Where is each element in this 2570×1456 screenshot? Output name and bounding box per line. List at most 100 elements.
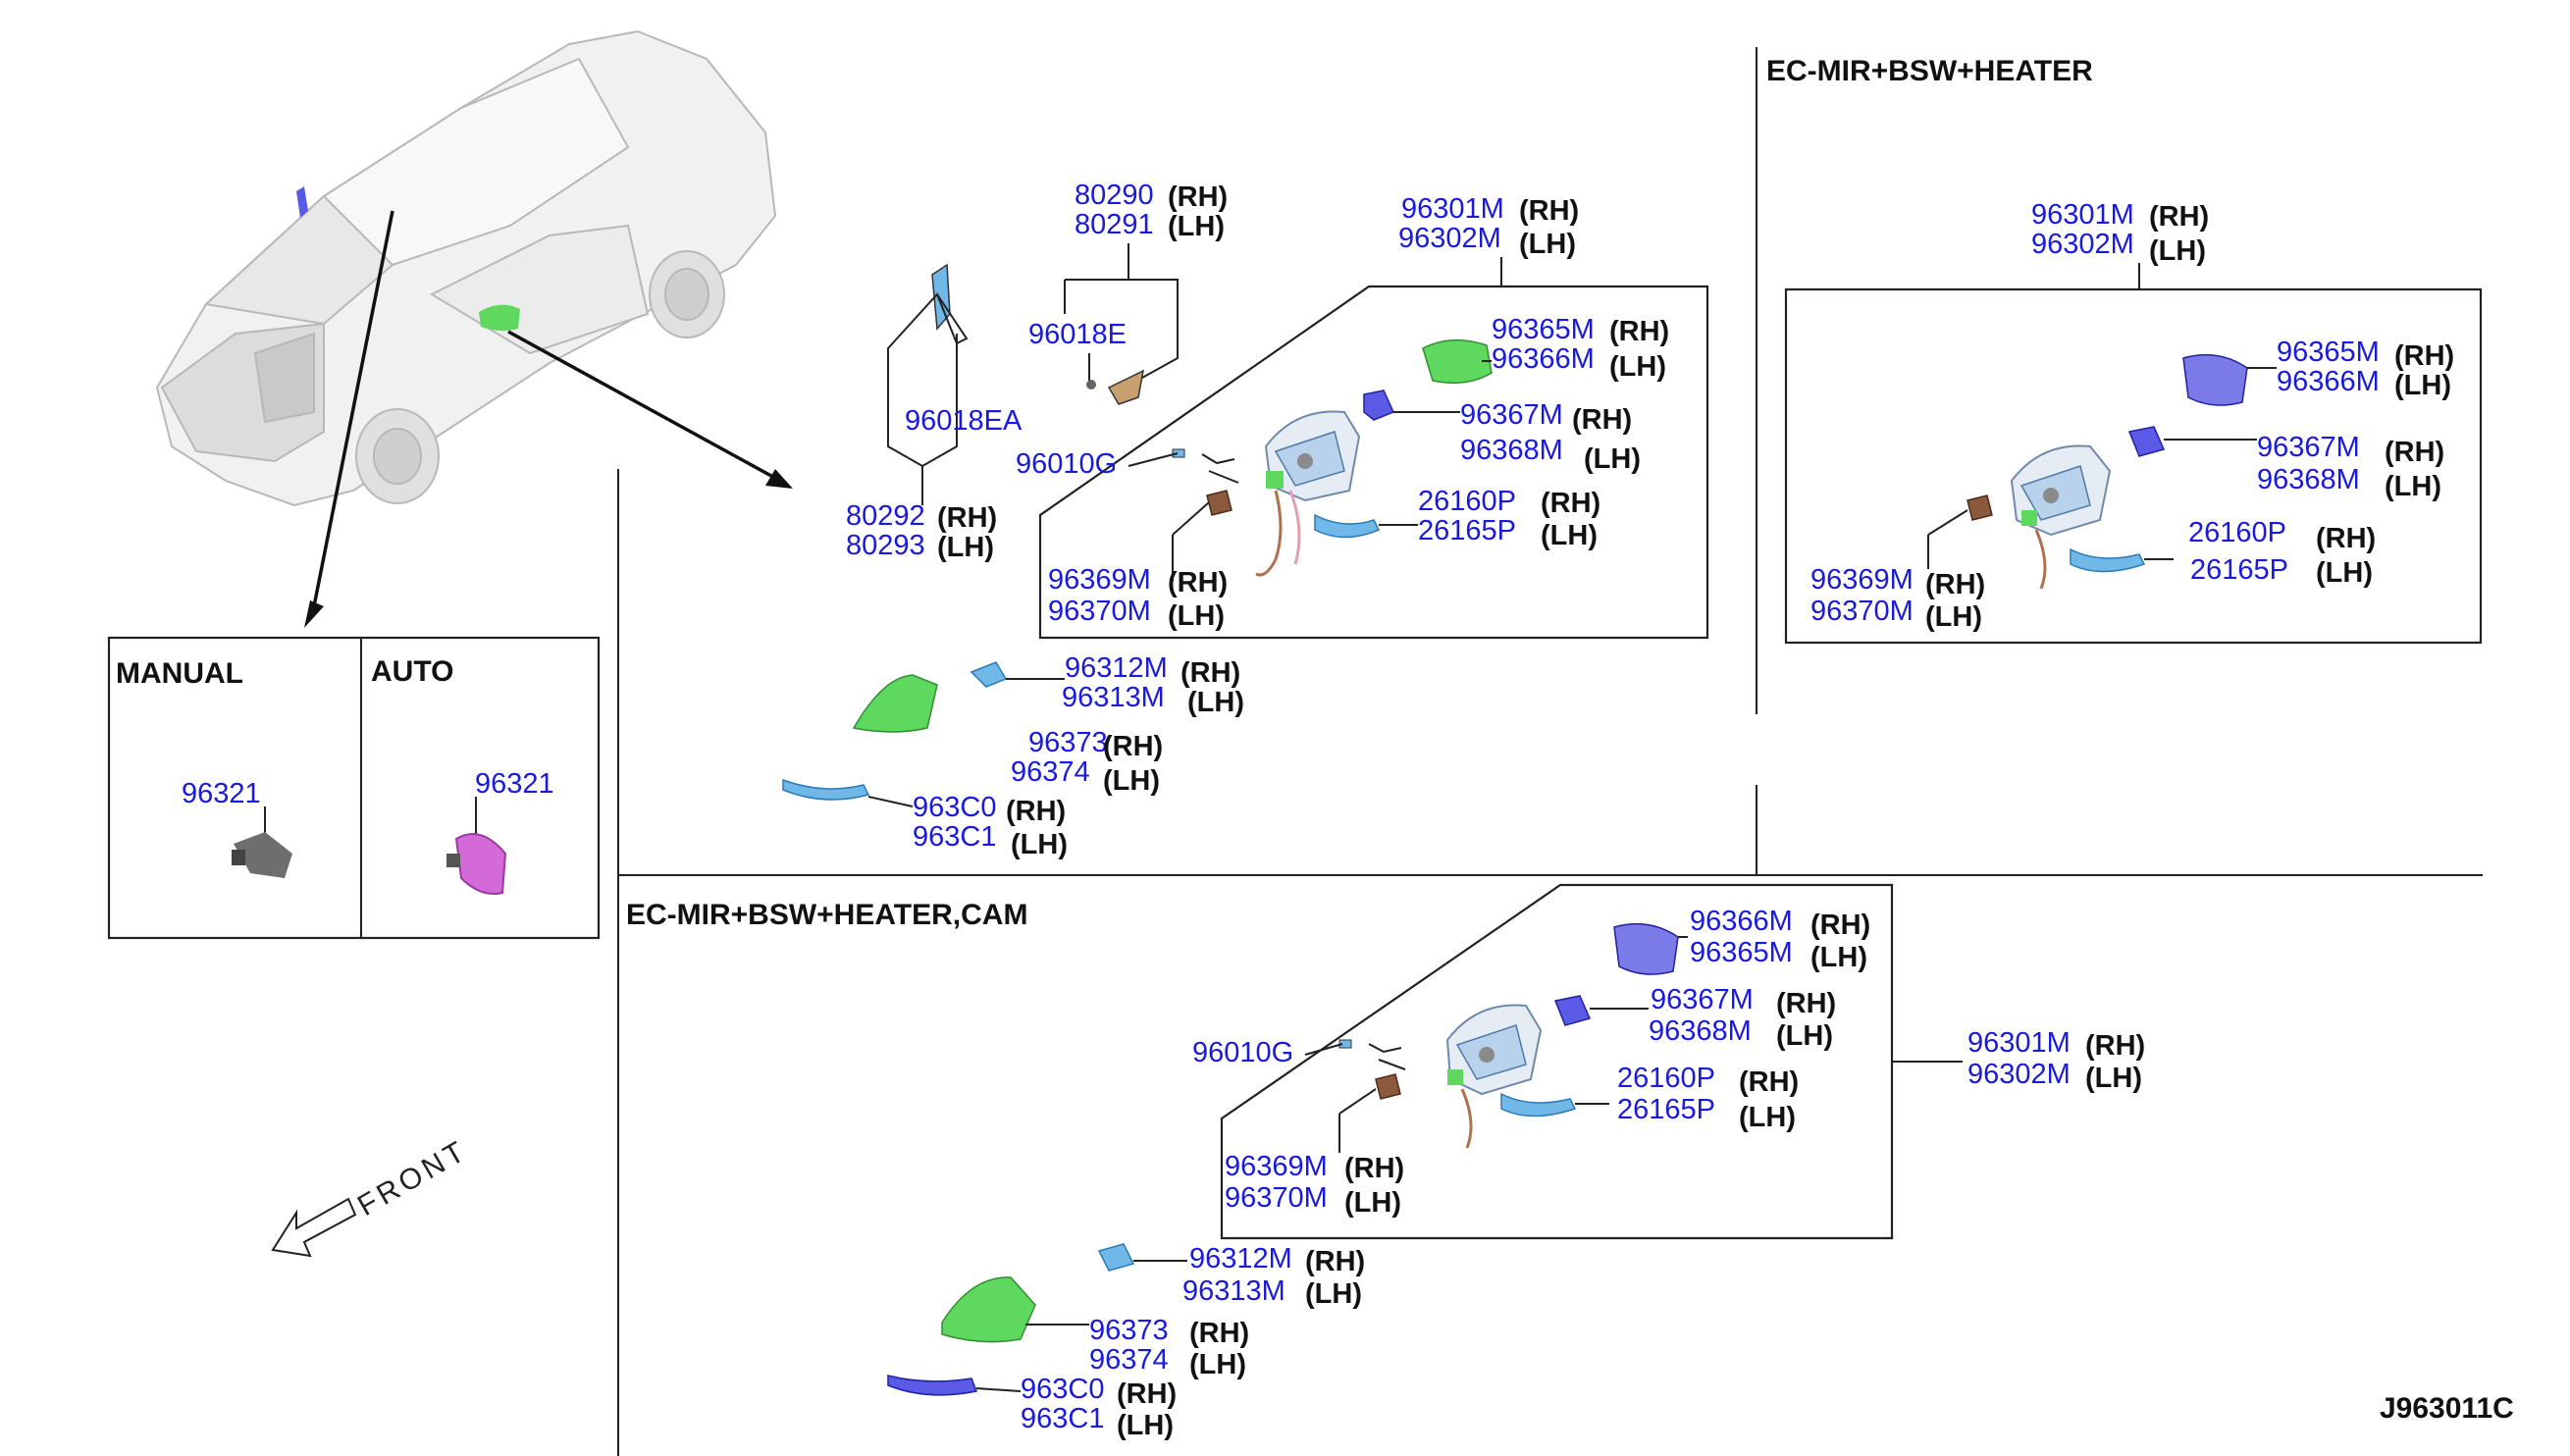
part-26160P-tr: 26160P (2188, 517, 2286, 548)
group-80290: 80290 (RH) 80291 (LH) 96018E (1028, 180, 1228, 405)
svg-text:(RH): (RH) (1117, 1378, 1177, 1410)
svg-text:(LH): (LH) (1519, 229, 1576, 260)
svg-text:(RH): (RH) (2149, 201, 2209, 233)
svg-text:(RH): (RH) (1776, 988, 1836, 1019)
svg-text:(RH): (RH) (1305, 1246, 1365, 1277)
svg-text:(RH): (RH) (2316, 523, 2376, 554)
svg-text:(LH): (LH) (2085, 1063, 2142, 1094)
part-96367M-tr: 96367M (2257, 432, 2360, 463)
group-96301M-main: 96301M (RH) 96302M (LH) (1038, 193, 1709, 640)
svg-text:(RH): (RH) (1739, 1066, 1799, 1098)
group-96018EA: 96018EA 80292 (RH) 80293 (LH) (846, 263, 1023, 563)
part-96018EA: 96018EA (905, 405, 1023, 437)
part-96301M-tr: 96301M (2031, 199, 2134, 231)
turn-signal-96367M-main (1363, 390, 1395, 421)
part-80290: 80290 (1075, 180, 1154, 211)
puddle-26160P-top-right (2070, 547, 2146, 573)
svg-text:(RH): (RH) (2394, 340, 2454, 372)
svg-text:(RH): (RH) (1810, 910, 1870, 941)
part-96373-bottom: 96373 (1089, 1315, 1169, 1346)
svg-text:(RH): (RH) (937, 502, 997, 534)
svg-text:(LH): (LH) (1168, 600, 1225, 632)
mirror-assembly-box-main (1038, 285, 1709, 640)
svg-text:(LH): (LH) (2316, 557, 2373, 589)
svg-text:(LH): (LH) (2394, 370, 2451, 401)
turn-signal-96367M-bottom (1553, 995, 1592, 1026)
front-arrow: FRONT (271, 1134, 473, 1258)
puddle-26160P-bottom (1500, 1092, 1577, 1118)
part-96370M: 96370M (1048, 596, 1151, 627)
part-96368M-bottom: 96368M (1649, 1015, 1752, 1047)
svg-text:(LH): (LH) (1925, 601, 1982, 633)
cover-96373-bottom (941, 1276, 1036, 1343)
svg-text:(LH): (LH) (1739, 1102, 1796, 1133)
svg-text:(LH): (LH) (1117, 1410, 1174, 1441)
svg-text:(LH): (LH) (1011, 829, 1068, 860)
part-96302M-tr: 96302M (2031, 229, 2134, 260)
part-96321-manual: 96321 (182, 778, 261, 809)
motor-96369M-main (1206, 490, 1233, 516)
interior-mirror-on-vehicle (296, 186, 308, 218)
glass-96365M-top-right (2182, 353, 2248, 406)
harness-96010G-main (1172, 448, 1185, 458)
trim-963C0-main (782, 778, 870, 801)
motor-96369M-bottom (1375, 1073, 1401, 1100)
svg-text:(RH): (RH) (1344, 1153, 1404, 1184)
manual-header: MANUAL (116, 657, 243, 690)
svg-text:(LH): (LH) (1103, 765, 1160, 797)
part-96313M: 96313M (1062, 682, 1165, 713)
part-26160P: 26160P (1418, 486, 1516, 517)
svg-text:(RH): (RH) (1168, 182, 1228, 213)
svg-text:(RH): (RH) (1925, 569, 1985, 600)
svg-text:(RH): (RH) (1541, 488, 1600, 519)
svg-text:(RH): (RH) (1006, 796, 1066, 827)
part-96369M: 96369M (1048, 564, 1151, 596)
svg-text:(LH): (LH) (1541, 520, 1598, 551)
mirror-body-top-right (2010, 444, 2112, 590)
bracket-96312M-main (970, 661, 1008, 688)
glass-96366M-bottom (1613, 922, 1679, 975)
part-96365M-tr: 96365M (2277, 337, 2380, 368)
door-mirror-on-vehicle (479, 304, 520, 332)
svg-text:(LH): (LH) (1584, 443, 1641, 475)
turn-signal-96367M-top-right (2127, 426, 2166, 457)
part-96321-auto: 96321 (475, 768, 554, 800)
part-96366M-tr: 96366M (2277, 366, 2380, 397)
part-96018E: 96018E (1028, 319, 1127, 350)
svg-text:(RH): (RH) (1180, 657, 1240, 689)
part-96369M-tr: 96369M (1810, 564, 1914, 596)
cover-96373-main (852, 674, 938, 733)
part-96374: 96374 (1011, 756, 1090, 788)
variant-header-top-right: EC-MIR+BSW+HEATER (1766, 55, 2093, 87)
auto-mirror-icon (446, 833, 507, 895)
auto-header: AUTO (371, 655, 453, 688)
part-96301M-bottom: 96301M (1967, 1027, 2071, 1059)
part-26165P-tr: 26165P (2190, 554, 2288, 586)
svg-text:(RH): (RH) (1572, 404, 1632, 436)
mirror-assembly-box-bottom (1220, 883, 1894, 1240)
svg-text:(RH): (RH) (2085, 1030, 2145, 1062)
part-96370M-bottom: 96370M (1225, 1182, 1328, 1214)
variant-header-bottom: EC-MIR+BSW+HEATER,CAM (626, 899, 1027, 931)
part-26165P: 26165P (1418, 515, 1516, 546)
part-96312M-bottom: 96312M (1189, 1243, 1292, 1274)
callout-arrows (304, 210, 793, 628)
part-96366M-bottom: 96366M (1690, 906, 1793, 937)
part-96010G: 96010G (1016, 448, 1117, 480)
glass-96365M-main (1422, 338, 1493, 384)
svg-text:(LH): (LH) (2149, 235, 2206, 267)
svg-text:(RH): (RH) (2385, 437, 2444, 468)
part-26165P-bottom: 26165P (1617, 1094, 1715, 1125)
part-963C1-bottom: 963C1 (1021, 1403, 1104, 1434)
part-80291: 80291 (1075, 209, 1154, 240)
part-96301M: 96301M (1401, 193, 1504, 225)
svg-text:(LH): (LH) (1609, 351, 1666, 383)
svg-text:(LH): (LH) (1189, 1349, 1246, 1380)
part-96010G-bottom: 96010G (1192, 1037, 1293, 1068)
part-96368M-tr: 96368M (2257, 464, 2360, 495)
trim-963C0-bottom (887, 1375, 978, 1396)
mirror-assembly-box-top-right (1784, 287, 2483, 645)
svg-text:(LH): (LH) (1810, 942, 1867, 973)
svg-text:(RH): (RH) (1103, 731, 1163, 762)
